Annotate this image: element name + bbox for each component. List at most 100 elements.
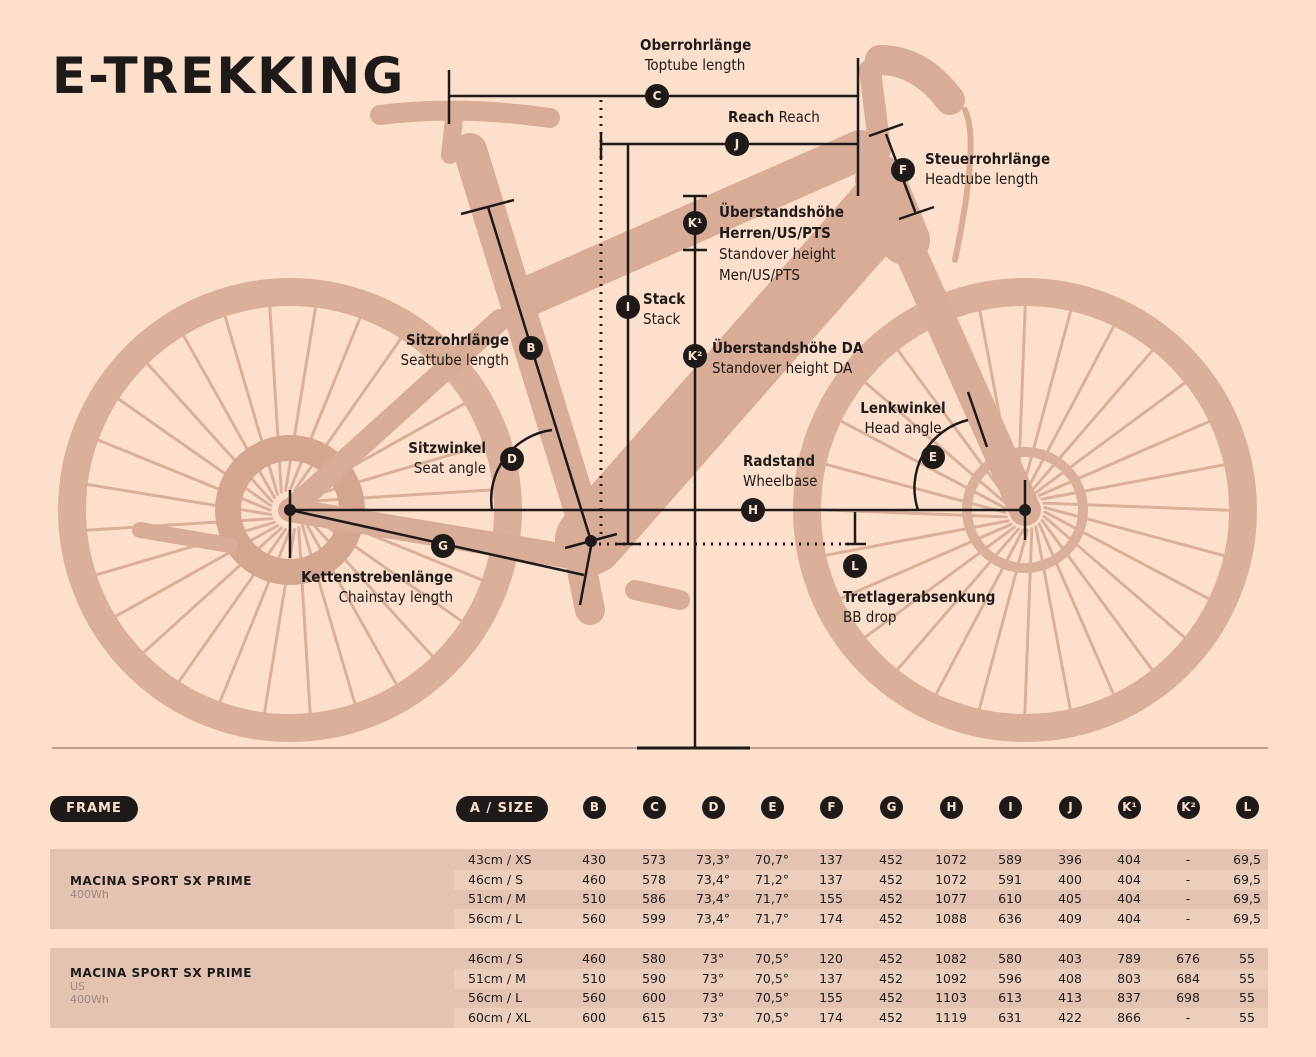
spoke: [895, 527, 1021, 672]
value-cell: 430: [582, 852, 606, 867]
label-seattube-de: Sitzrohrlänge: [406, 331, 509, 349]
marker-d: D: [500, 447, 524, 471]
value-cell: 600: [642, 990, 666, 1006]
label-standover-men-en1: Standover height: [719, 245, 836, 263]
spoke: [977, 528, 1029, 712]
value-cell: 422: [1058, 1010, 1082, 1026]
value-cell: 615: [642, 1010, 666, 1026]
svg-text:G: G: [438, 539, 448, 553]
model-sub-1: 400Wh: [70, 888, 109, 901]
label-head-angle-en: Head angle: [864, 419, 942, 437]
label-reach: Reach Reach: [728, 107, 820, 127]
bike-geometry-diagram: C J F K¹ I K² B D E H G L: [52, 45, 1268, 750]
value-cell: 560: [582, 911, 606, 927]
value-cell: 452: [879, 1010, 903, 1026]
value-cell: 452: [879, 871, 903, 887]
value-cell: 789: [1117, 951, 1141, 966]
marker-i: I: [616, 295, 640, 319]
svg-text:K¹: K¹: [688, 216, 703, 230]
value-cell: 404: [1117, 852, 1141, 867]
size-cell: 51cm / M: [468, 891, 526, 907]
label-toptube-en: Toptube length: [644, 56, 746, 74]
value-cell: 404: [1117, 891, 1141, 907]
size-cell: 56cm / L: [468, 990, 523, 1006]
label-standover-da-de: Überstandshöhe DA: [712, 339, 864, 357]
value-cell: 599: [642, 911, 666, 927]
label-seattube-en: Seattube length: [400, 351, 509, 369]
marker-j: J: [725, 132, 749, 156]
value-cell: 70,5°: [754, 951, 790, 966]
svg-text:C: C: [653, 89, 662, 103]
value-cell: -: [1185, 1010, 1191, 1026]
spoke: [934, 528, 1025, 697]
spoke: [1042, 501, 1232, 512]
label-wheelbase-de: Radstand: [743, 452, 816, 470]
spoke: [1043, 506, 1227, 558]
value-cell: 460: [582, 951, 606, 966]
value-cell: 600: [582, 1010, 606, 1026]
value-cell: 69,5: [1233, 911, 1261, 927]
value-cell: 73°: [701, 1010, 725, 1026]
value-cell: 1092: [935, 970, 967, 986]
value-cell: 400: [1058, 871, 1082, 887]
size-cell: 43cm / XS: [468, 852, 532, 867]
value-cell: 837: [1117, 990, 1141, 1006]
value-cell: 452: [879, 852, 903, 867]
spoke: [1037, 419, 1212, 498]
label-reach-de: Reach: [728, 108, 775, 126]
spoke: [1040, 518, 1155, 672]
marker-k2: K²: [683, 344, 707, 368]
value-cell: 155: [819, 990, 843, 1006]
size-cell: 46cm / S: [468, 951, 524, 966]
value-cell: 591: [998, 871, 1022, 887]
value-cell: 73°: [701, 990, 725, 1006]
value-cell: 409: [1058, 911, 1082, 927]
value-cell: 413: [1058, 990, 1082, 1006]
label-wheelbase: Radstand Wheelbase: [743, 451, 817, 491]
marker-l: L: [843, 554, 867, 578]
svg-text:D: D: [507, 452, 517, 466]
label-standover-da-en: Standover height DA: [712, 359, 853, 377]
value-cell: 71,7°: [754, 891, 790, 907]
spoke: [1029, 348, 1155, 493]
value-cell: 73,3°: [695, 852, 731, 867]
column-header-0: B: [583, 796, 606, 819]
value-cell: 676: [1176, 951, 1200, 966]
value-cell: 1088: [935, 911, 967, 927]
label-standover-men: Überstandshöhe Herren/US/PTS Standover h…: [719, 202, 844, 286]
value-cell: 408: [1058, 970, 1082, 986]
spoke: [1037, 522, 1116, 697]
label-chainstay: Kettenstrebenlänge Chainstay length: [290, 567, 453, 607]
svg-text:J: J: [734, 137, 739, 151]
value-cell: 580: [998, 951, 1022, 966]
value-cell: 403: [1058, 951, 1082, 966]
model-block-1: MACINA SPORT SX PRIME 400Wh: [70, 875, 252, 902]
value-cell: 586: [642, 891, 666, 907]
label-bb-drop: Tretlagerabsenkung BB drop: [843, 587, 995, 627]
value-cell: 174: [819, 1010, 843, 1026]
label-toptube: Oberrohrlänge Toptube length: [640, 35, 751, 75]
spoke: [1025, 323, 1116, 492]
label-bb-drop-de: Tretlagerabsenkung: [843, 588, 996, 606]
value-cell: 405: [1058, 891, 1082, 907]
value-cell: 70,5°: [754, 1010, 790, 1026]
value-cell: 137: [819, 871, 843, 887]
markers: C J F K¹ I K² B D E H G L: [431, 84, 945, 578]
value-cell: 55: [1239, 970, 1255, 986]
value-cell: 69,5: [1233, 871, 1261, 887]
label-standover-men-de1: Überstandshöhe: [719, 203, 844, 221]
label-headtube: Steuerrohrlänge Headtube length: [925, 149, 1050, 189]
value-cell: 404: [1117, 871, 1141, 887]
model-sub-2a: US: [70, 980, 86, 993]
value-cell: 70,5°: [754, 970, 790, 986]
label-chainstay-de: Kettenstrebenlänge: [301, 568, 453, 586]
column-header-3: E: [761, 796, 784, 819]
value-cell: -: [1185, 852, 1191, 867]
value-cell: 174: [819, 911, 843, 927]
